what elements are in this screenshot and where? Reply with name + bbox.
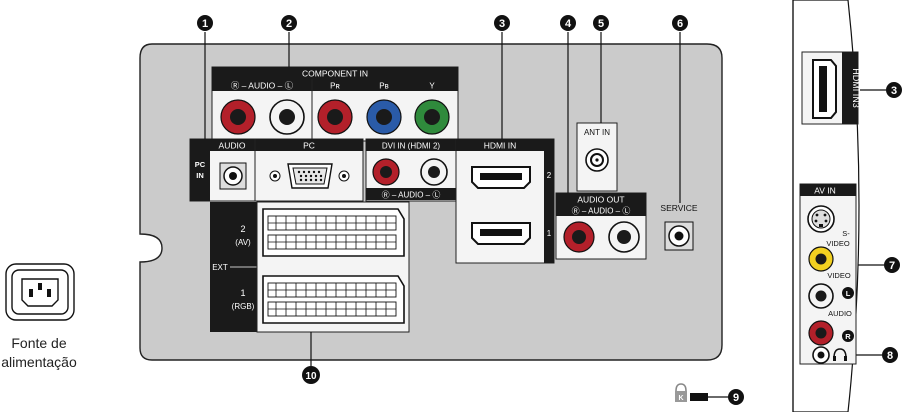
- audio-out-l-jack[interactable]: [608, 221, 640, 253]
- hdmi-in-label: HDMI IN: [484, 141, 517, 151]
- ext-2-label: 2: [240, 224, 245, 234]
- callout-8: 8: [882, 347, 898, 363]
- callout-5: 5: [593, 15, 609, 31]
- kensington-lock-icon: K: [675, 383, 687, 402]
- r-badge: R: [842, 330, 854, 342]
- svg-text:IN: IN: [196, 171, 204, 180]
- audio-l-jack[interactable]: [808, 283, 834, 309]
- callout-10: 10: [302, 366, 320, 384]
- headphone-jack[interactable]: [812, 346, 830, 364]
- callout-3: 3: [494, 15, 510, 31]
- power-socket-icon[interactable]: [5, 263, 75, 321]
- hdmi-1-label: 1: [547, 229, 552, 238]
- s-video-label: S-: [842, 229, 850, 238]
- callout-1: 1: [197, 15, 213, 31]
- callout-9: 9: [728, 389, 744, 405]
- kensington-slot[interactable]: [690, 393, 708, 401]
- ext-block: EXT 2 (AV) 1 (RGB): [210, 201, 410, 333]
- hdmi-2-label: 2: [547, 171, 552, 180]
- video-label: VIDEO: [827, 271, 851, 280]
- callout-2: 2: [281, 15, 297, 31]
- headphone-icon: [833, 348, 847, 361]
- svg-text:7: 7: [889, 260, 895, 272]
- svg-text:10: 10: [305, 371, 317, 382]
- svg-text:6: 6: [677, 18, 683, 30]
- component-in-label: COMPONENT IN: [302, 69, 368, 79]
- pc-in-label: PC: [195, 160, 206, 169]
- side-panel: HDMI IN3 AV IN S- VIDEO VIDEO L AUDIO R: [792, 0, 861, 412]
- hdmi-1-port[interactable]: [471, 222, 531, 245]
- svg-text:1: 1: [202, 18, 208, 30]
- callout-7: 7: [884, 257, 900, 273]
- ant-in-block: ANT IN: [576, 122, 618, 192]
- svg-text:L: L: [846, 289, 851, 298]
- dvi-audio-r-jack[interactable]: [372, 158, 400, 186]
- svg-text:5: 5: [598, 18, 604, 30]
- video-jack[interactable]: [808, 246, 834, 272]
- component-pb-jack[interactable]: [366, 99, 402, 135]
- component-y-jack[interactable]: [414, 99, 450, 135]
- callout-4: 4: [560, 15, 576, 31]
- svg-text:R: R: [845, 332, 851, 341]
- audio-out-label: AUDIO OUT: [577, 195, 624, 205]
- component-pr-jack[interactable]: [317, 99, 353, 135]
- power-caption: Fonte de alimentação: [0, 334, 78, 372]
- pc-audio-label: AUDIO: [219, 141, 246, 151]
- power-caption-line1: Fonte de: [11, 335, 67, 351]
- svg-text:3: 3: [499, 18, 505, 30]
- av-in-label: AV IN: [814, 186, 836, 196]
- dvi-audio-l-jack[interactable]: [420, 158, 448, 186]
- component-audio-label: Ⓡ – AUDIO – Ⓛ: [231, 81, 294, 91]
- pr-label: Pʀ: [330, 82, 340, 91]
- pc-vga-port[interactable]: [269, 163, 350, 189]
- audio-out-block: AUDIO OUT Ⓡ – AUDIO – Ⓛ: [555, 192, 647, 260]
- hdmi-2-port[interactable]: [471, 166, 531, 189]
- callout-3-side: 3: [886, 82, 902, 98]
- pb-label: Pʙ: [379, 82, 389, 91]
- ext-2-scart-port[interactable]: [262, 208, 405, 257]
- callout-6: 6: [672, 15, 688, 31]
- ext-2-sub: (AV): [235, 238, 251, 247]
- pc-audio-jack[interactable]: [219, 162, 247, 190]
- ext-1-scart-port[interactable]: [262, 275, 405, 324]
- svg-text:8: 8: [887, 350, 893, 362]
- callout-leaders: [204, 32, 886, 398]
- dvi-audio-label: Ⓡ – AUDIO – Ⓛ: [382, 191, 441, 200]
- hdmi-3-port[interactable]: [812, 59, 837, 119]
- audio-r-jack[interactable]: [808, 320, 834, 346]
- antenna-jack[interactable]: [585, 148, 609, 172]
- svg-text:9: 9: [733, 392, 739, 404]
- ext-1-sub: (RGB): [232, 302, 255, 311]
- svg-text:VIDEO: VIDEO: [826, 239, 850, 248]
- hdmi-block: DVI IN (HDMI 2) Ⓡ – AUDIO – Ⓛ HDMI IN 2 …: [365, 138, 555, 264]
- power-caption-line2: alimentação: [1, 354, 77, 370]
- s-video-jack[interactable]: [807, 205, 835, 233]
- component-in-block: COMPONENT IN Ⓡ – AUDIO – Ⓛ Pʀ Pʙ Y: [211, 66, 459, 142]
- ext-label: EXT: [212, 263, 228, 272]
- hdmi-in3-label: HDMI IN3: [851, 68, 861, 108]
- svg-text:3: 3: [891, 85, 897, 97]
- service-label: SERVICE: [660, 203, 697, 213]
- pc-label: PC: [303, 141, 315, 151]
- ext-1-label: 1: [240, 288, 245, 298]
- component-audio-r-jack[interactable]: [220, 99, 256, 135]
- svg-text:2: 2: [286, 18, 292, 30]
- svg-text:K: K: [678, 395, 683, 402]
- component-audio-l-jack[interactable]: [269, 99, 305, 135]
- y-label: Y: [429, 82, 435, 91]
- service-port[interactable]: [664, 221, 694, 251]
- audio-out-lr-label: Ⓡ – AUDIO – Ⓛ: [572, 207, 631, 216]
- pc-in-block: PC IN AUDIO PC: [189, 138, 364, 202]
- side-audio-label: AUDIO: [828, 309, 852, 318]
- audio-out-r-jack[interactable]: [563, 221, 595, 253]
- dvi-in-label: DVI IN (HDMI 2): [382, 142, 441, 151]
- l-badge: L: [842, 287, 854, 299]
- svg-text:4: 4: [565, 18, 572, 30]
- ant-in-label: ANT IN: [584, 128, 610, 137]
